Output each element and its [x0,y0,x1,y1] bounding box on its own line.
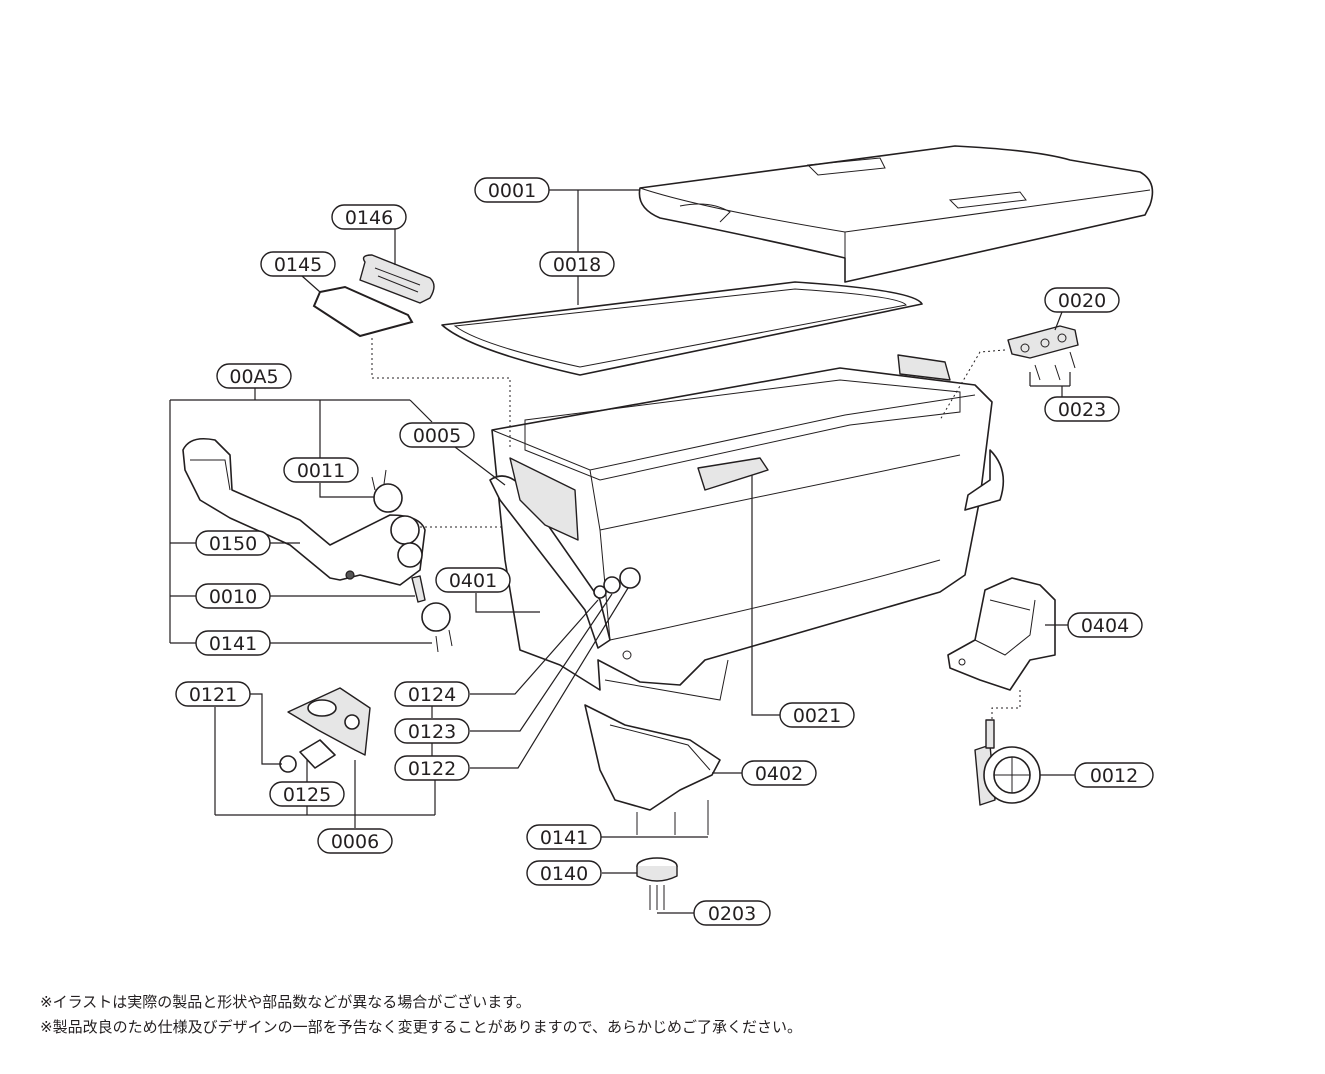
label-0018-text: 0018 [553,254,601,276]
note-illustration: ※イラストは実際の製品と形状や部品数などが異なる場合がございます。 [40,993,531,1011]
label-0012-text: 0012 [1090,765,1138,787]
label-0141-cover-text: 0141 [540,827,588,849]
label-0146: 0146 [331,204,407,230]
label-0145-text: 0145 [274,254,322,276]
label-0145: 0145 [260,251,336,277]
wheel-housing-part-0404 [947,577,1056,691]
screws-part-0023 [1034,351,1076,381]
label-0021-text: 0021 [793,705,841,727]
label-0150-text: 0150 [209,533,257,555]
gasket-part-0018 [441,281,923,376]
label-0402-text: 0402 [755,763,803,785]
label-0018: 0018 [539,251,615,277]
leader-lines [169,189,1075,914]
label-0124-text: 0124 [408,684,456,706]
disclaimer-notes: ※イラストは実際の製品と形状や部品数などが異なる場合がございます。 ※製品改良の… [40,990,1280,1040]
label-0122-text: 0122 [408,758,456,780]
label-0001-text: 0001 [488,180,536,202]
foot-part-0140 [636,800,709,910]
wheel-cover-part-0402 [584,704,721,811]
cooler-body [489,354,1005,701]
label-0125-text: 0125 [283,784,331,806]
label-0005: 0005 [399,422,475,448]
label-0401: 0401 [435,567,511,593]
label-0001: 0001 [474,177,550,203]
label-0006: 0006 [317,828,393,854]
label-0005-text: 0005 [413,425,461,447]
label-0123-text: 0123 [408,721,456,743]
label-0012: 0012 [1074,762,1154,788]
label-0404: 0404 [1067,612,1143,638]
clip-part-0146 [359,254,435,304]
label-00A5: 00A5 [216,363,292,389]
label-0402: 0402 [741,760,817,786]
label-0023-text: 0023 [1058,399,1106,421]
label-0010-text: 0010 [209,586,257,608]
label-0401-text: 0401 [449,570,497,592]
label-0021: 0021 [779,702,855,728]
label-0020: 0020 [1044,287,1120,313]
lid-part-0001 [638,145,1154,283]
label-0146-text: 0146 [345,207,393,229]
label-0140-text: 0140 [540,863,588,885]
cap-parts [371,469,453,653]
label-0125: 0125 [269,781,345,807]
label-0141-handle: 0141 [195,630,271,656]
label-0141-handle-text: 0141 [209,633,257,655]
label-0404-text: 0404 [1081,615,1129,637]
label-0141-cover: 0141 [526,824,602,850]
label-0140: 0140 [526,860,602,886]
label-0121-text: 0121 [189,684,237,706]
label-0124: 0124 [394,681,470,707]
label-0203-text: 0203 [708,903,756,925]
label-0203: 0203 [693,900,771,926]
caster-part-0012 [974,719,1041,806]
label-0010: 0010 [195,583,271,609]
label-0011-text: 0011 [297,460,345,482]
label-0023: 0023 [1044,396,1120,422]
label-0121: 0121 [175,681,251,707]
label-0020-text: 0020 [1058,290,1106,312]
label-0011: 0011 [283,457,359,483]
label-0122: 0122 [394,755,470,781]
wire-part-0145 [312,285,414,338]
label-00A5-text: 00A5 [229,366,278,388]
label-0150: 0150 [195,530,271,556]
label-0123: 0123 [394,718,470,744]
handle-part-0150 [182,437,426,586]
label-0006-text: 0006 [331,831,379,853]
drain-bracket-part-0006 [279,687,371,773]
note-specification: ※製品改良のため仕様及びデザインの一部を予告なく変更することがありますので、あら… [40,1018,802,1036]
hinge-part-0020 [1007,325,1079,359]
